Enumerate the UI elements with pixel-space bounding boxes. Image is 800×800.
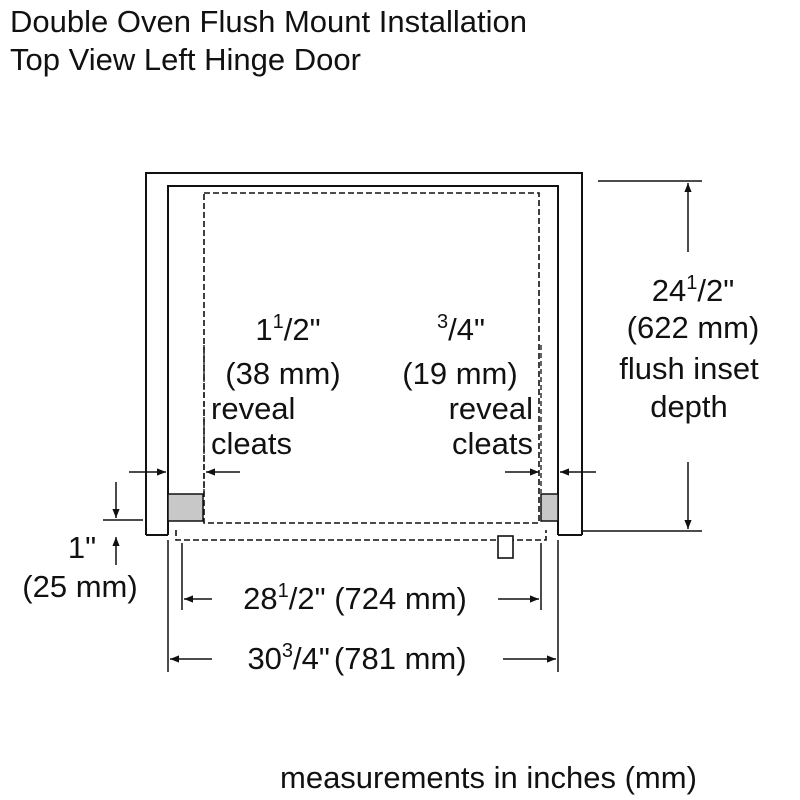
- measurement-units-note: measurements in inches (mm): [280, 760, 697, 795]
- inner-width-label: 281/2" (724 mm): [243, 580, 467, 616]
- depth-frac-num: 1: [686, 272, 697, 294]
- left-reveal-label-line2: cleats: [211, 426, 292, 461]
- svg-text:3/4": 3/4": [437, 311, 485, 347]
- inner-width-metric: (724 mm): [326, 581, 467, 616]
- outer-width-dimension: [167, 540, 559, 672]
- right-reveal-label-line2: cleats: [452, 426, 533, 461]
- diagram-title-line-2: Top View Left Hinge Door: [10, 42, 361, 77]
- svg-text:11/2": 11/2": [255, 311, 320, 347]
- left-reveal-frac-num: 1: [273, 311, 284, 333]
- offset-label: 1" (25 mm): [22, 530, 137, 604]
- depth-whole: 24: [652, 273, 686, 308]
- left-cleat: [167, 493, 204, 522]
- right-reveal-metric: (19 mm): [402, 356, 517, 391]
- left-reveal-label: 11/2" (38 mm) reveal cleats: [211, 311, 341, 461]
- depth-label: 241/2" (622 mm) flush inset depth: [619, 272, 759, 424]
- right-reveal-label-line1: reveal: [449, 391, 533, 426]
- outer-width-metric: (781 mm): [334, 641, 467, 676]
- oven-door-outline: [175, 530, 547, 541]
- right-cleat: [540, 493, 559, 522]
- outer-width-frac-num: 3: [282, 640, 293, 662]
- left-reveal-frac-den: /2": [284, 312, 321, 347]
- depth-metric: (622 mm): [627, 310, 760, 345]
- cabinet-outline: [145, 172, 583, 536]
- right-reveal-frac-den: /4": [448, 312, 485, 347]
- outer-width-whole: 30: [247, 641, 281, 676]
- inner-width-frac-den: /2": [289, 581, 326, 616]
- depth-frac-den: /2": [697, 273, 734, 308]
- right-reveal-frac-num: 3: [437, 311, 448, 333]
- left-reveal-whole: 1: [255, 312, 272, 347]
- depth-label-line1: flush inset: [619, 351, 759, 386]
- depth-dimension: [582, 180, 702, 532]
- right-reveal-label: 3/4" (19 mm) reveal cleats: [402, 311, 533, 461]
- offset-value: 1": [68, 530, 96, 565]
- outer-width-frac-den: /4": [293, 641, 330, 676]
- left-reveal-metric: (38 mm): [225, 356, 340, 391]
- offset-dimension: [103, 482, 143, 565]
- inner-width-dimension: [181, 543, 542, 610]
- outer-width-label: 303/4"(781 mm): [247, 640, 466, 676]
- svg-text:241/2": 241/2": [652, 272, 734, 308]
- door-handle: [497, 535, 514, 559]
- inner-width-frac-num: 1: [278, 580, 289, 602]
- left-reveal-label-line1: reveal: [211, 391, 295, 426]
- depth-label-line2: depth: [650, 389, 728, 424]
- offset-metric: (25 mm): [22, 569, 137, 604]
- inner-width-whole: 28: [243, 581, 277, 616]
- diagram-title-line-1: Double Oven Flush Mount Installation: [10, 4, 527, 39]
